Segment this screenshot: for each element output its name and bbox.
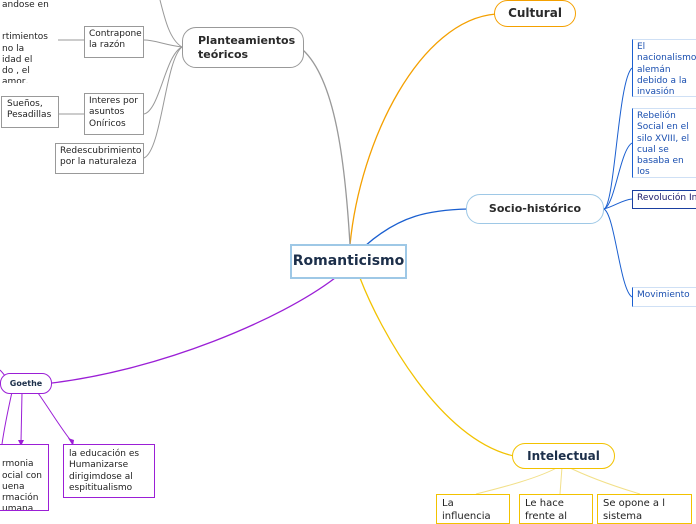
link-goethe-3 [37,392,73,443]
arrow-goethe-2 [18,440,24,446]
plan-item-contrapone-text: Contrapone la razón [89,29,142,51]
partial-text-top-b-text: rtimientos no la idad el do , el amor, i… [2,32,48,83]
goethe-item-armonia-text: rmonia ocial con uena rmación umana [2,459,42,511]
socio-item-rebelion[interactable]: Rebelión Social en el silo XVIII, el cua… [632,108,696,178]
link-plan-0 [159,0,183,48]
link-socio-4 [603,208,633,298]
link-sociohistorico [364,208,469,247]
link-intel-3 [565,465,641,495]
partial-text-top-a: andose en [0,0,55,12]
branch-planteamientos[interactable]: Planteamientos teóricos [182,27,304,68]
socio-item-movimiento-text: Movimiento [637,290,690,300]
link-socio-2 [603,142,633,210]
intel-item-influencia[interactable]: La influencia del [436,494,510,524]
link-plan-3 [143,46,183,159]
link-intelectual [359,277,515,457]
intel-item-opone[interactable]: Se opone a l sistema [597,494,692,524]
plan-item-contrapone[interactable]: Contrapone la razón [84,26,144,58]
link-goethe-2 [20,392,23,443]
goethe-item-armonia[interactable]: rmonia ocial con uena rmación umana [0,444,49,511]
link-socio-1 [603,67,633,210]
partial-text-top-b: rtimientos no la idad el do , el amor, i… [0,21,58,83]
branch-cultural[interactable]: Cultural [494,0,576,27]
item-suenos[interactable]: Sueños, Pesadillas [1,96,59,128]
socio-item-movimiento[interactable]: Movimiento [632,287,696,307]
branch-cultural-label: Cultural [508,6,562,20]
branch-intelectual-label: Intelectual [527,448,600,463]
branch-intelectual[interactable]: Intelectual [512,443,615,469]
intel-item-frente-text: Le hace frente al [525,498,568,522]
central-topic-label: Romanticismo [292,252,405,269]
link-plan-2 [143,46,183,115]
socio-item-revolucion[interactable]: Revolución Industrial [632,190,696,209]
intel-item-opone-text: Se opone a l sistema [603,498,666,522]
link-planteamientos [302,49,351,246]
branch-goethe[interactable]: Goethe [0,373,52,394]
goethe-item-educacion-text: la educación es Humanizarse dirigimdose … [69,449,140,493]
link-socio-3 [603,198,633,210]
socio-item-rebelion-text: Rebelión Social en el silo XVIII, el cua… [637,111,690,178]
branch-goethe-label: Goethe [9,378,43,388]
socio-item-nacionalismo-text: El nacionalismo alemán debido a la invas… [637,42,696,97]
item-suenos-text: Sueños, Pesadillas [7,99,52,121]
intel-item-influencia-text: La influencia del [442,498,491,522]
link-cultural [349,13,497,246]
branch-sociohistorico-label: Socio-histórico [488,202,582,216]
plan-item-redescubrimiento[interactable]: Redescubrimiento por la naturaleza [55,143,144,174]
goethe-item-educacion[interactable]: la educación es Humanizarse dirigimdose … [63,444,155,498]
link-plan-1 [143,39,183,48]
plan-item-interes[interactable]: Interes por asuntos Oníricos [84,93,144,135]
intel-item-frente[interactable]: Le hace frente al [519,494,593,524]
partial-text-top-a-text: andose en [2,0,49,10]
plan-item-interes-text: Interes por asuntos Oníricos [89,96,138,129]
socio-item-nacionalismo[interactable]: El nacionalismo alemán debido a la invas… [632,39,696,97]
plan-item-redescubrimiento-text: Redescubrimiento por la naturaleza [60,146,142,168]
socio-item-revolucion-text: Revolución Industrial [637,193,696,203]
central-topic[interactable]: Romanticismo [290,244,407,279]
branch-sociohistorico[interactable]: Socio-histórico [466,194,604,224]
link-goethe [51,277,336,384]
link-intel-2 [559,466,563,495]
link-intel-1 [475,465,561,495]
link-goethe-1 [1,391,13,445]
branch-planteamientos-label: Planteamientos teóricos [198,33,296,61]
